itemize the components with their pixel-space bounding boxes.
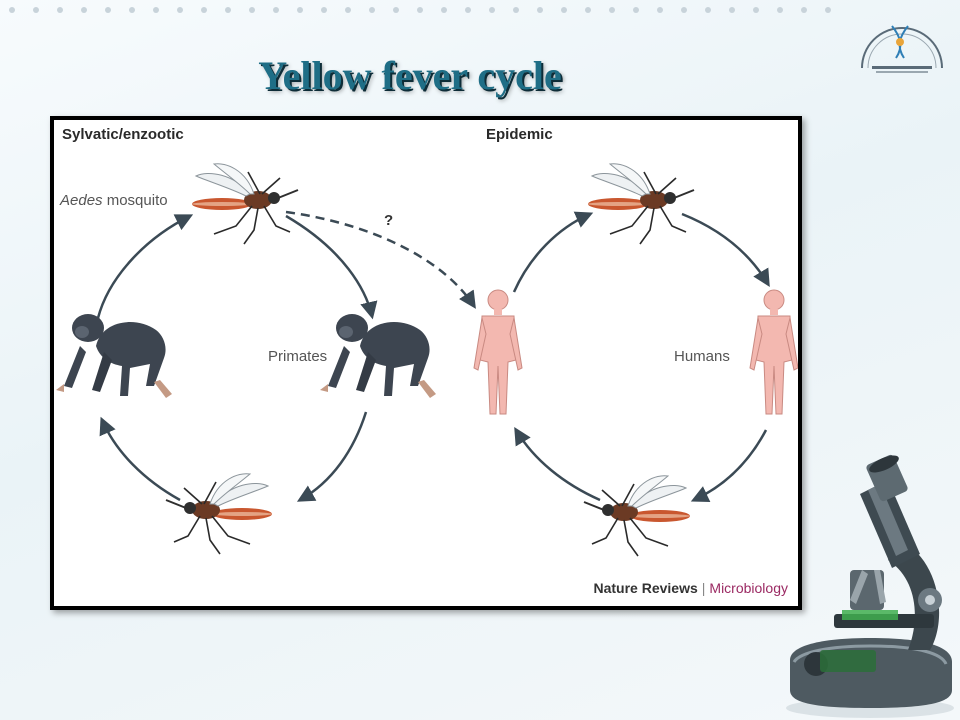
- mosquito-icon: [583, 474, 691, 557]
- credit-journal: Microbiology: [709, 580, 788, 596]
- arrow-mosquito-to-left-primate: [99, 416, 181, 502]
- mosquito-icon: [165, 472, 273, 555]
- credit-separator: |: [701, 580, 706, 596]
- humans-label: Humans: [674, 348, 730, 365]
- microscope-icon: [786, 454, 954, 718]
- mosquito-word-label: mosquito: [102, 192, 168, 209]
- primate-icon: [320, 314, 436, 398]
- arrow-human-to-mosquito: [512, 211, 594, 293]
- credit-source: Nature Reviews: [593, 580, 698, 596]
- arrow-mosquito-to-left-human: [514, 426, 601, 502]
- mosquito-icon: [191, 162, 299, 245]
- slide-title: Yellow fever cycle: [258, 53, 562, 98]
- logo-icon: [861, 25, 943, 73]
- arrow-left-primate-to-mosquito: [96, 214, 194, 319]
- human-icon: [473, 289, 523, 415]
- human-icon: [749, 289, 798, 415]
- aedes-mosquito-label: Aedes mosquito: [60, 192, 168, 209]
- cycle-diagram-canvas: [56, 162, 798, 557]
- sylvatic-heading: Sylvatic/enzootic: [62, 126, 184, 143]
- primates-label: Primates: [268, 348, 328, 365]
- primate-icon: [56, 314, 172, 398]
- yellow-fever-diagram: Sylvatic/enzootic Epidemic Aedes mosquit…: [54, 120, 798, 606]
- top-dot-border: [9, 7, 831, 13]
- figure-frame: Sylvatic/enzootic Epidemic Aedes mosquit…: [50, 116, 802, 610]
- arrow-spillover-dashed: [285, 210, 476, 309]
- figure-credit: Nature Reviews|Microbiology: [593, 580, 788, 596]
- arrow-mosquito-to-human: [681, 212, 770, 288]
- unknown-link-label: ?: [384, 212, 394, 229]
- arrow-human-to-mosquito-bottom: [690, 429, 768, 503]
- arrow-primate-to-mosquito-bottom: [296, 411, 368, 502]
- aedes-genus-label: Aedes: [60, 192, 103, 209]
- arrow-mosquito-to-primate: [285, 214, 378, 320]
- mosquito-icon: [587, 162, 695, 245]
- epidemic-heading: Epidemic: [486, 126, 553, 143]
